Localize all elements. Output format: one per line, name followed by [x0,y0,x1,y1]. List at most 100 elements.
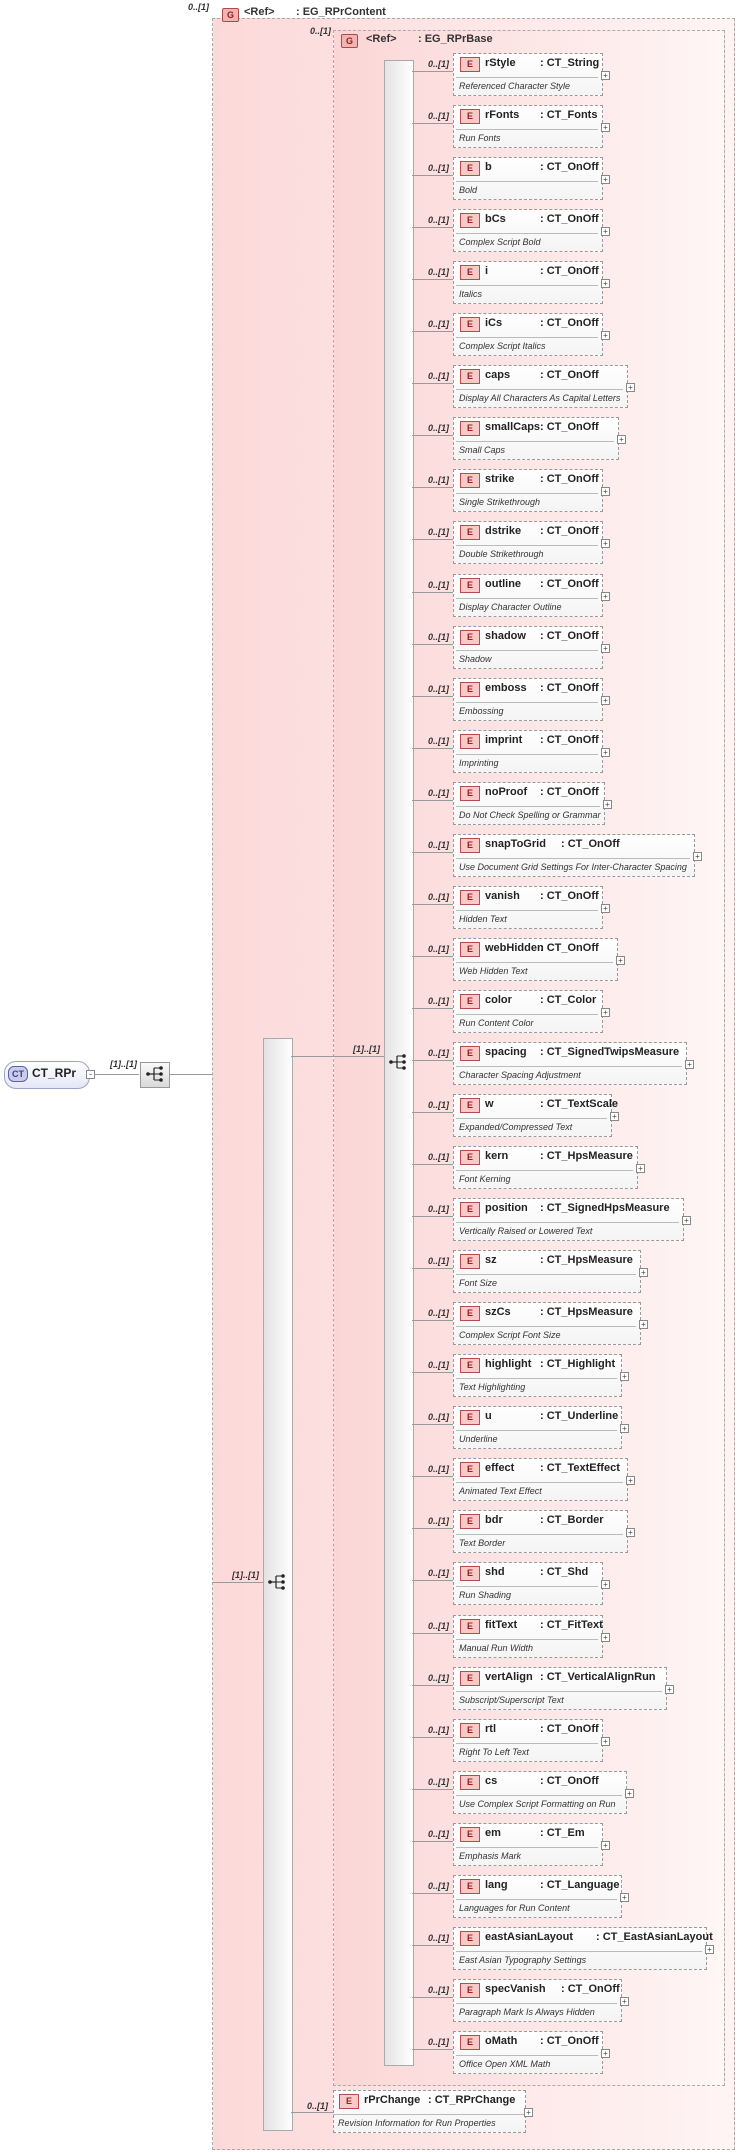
element-name: rStyle [485,57,516,69]
connector [412,71,453,72]
element-card[interactable] [453,1875,622,1918]
expand-toggle[interactable]: + [601,123,610,132]
expand-toggle[interactable]: + [601,227,610,236]
element-badge: E [460,1462,480,1477]
element-description: Double Strikethrough [459,549,544,559]
outer-group-ref: <Ref> [244,6,275,18]
element-card[interactable] [453,1406,622,1449]
expand-toggle[interactable]: + [682,1216,691,1225]
card-divider [456,806,600,807]
expand-toggle[interactable]: + [620,1893,629,1902]
element-card[interactable] [453,1771,627,1814]
expand-toggle[interactable]: + [601,71,610,80]
expand-toggle[interactable]: + [601,1737,610,1746]
element-badge: E [460,1254,480,1269]
element-name: iCs [485,317,503,329]
element-type: : CT_OnOff [540,682,599,694]
expand-toggle[interactable]: + [603,800,612,809]
element-type: : CT_OnOff [540,890,599,902]
expand-toggle[interactable]: + [685,1060,694,1069]
expand-toggle[interactable]: + [601,539,610,548]
expand-toggle[interactable]: + [626,383,635,392]
element-occurs: 0..[1] [428,1829,450,1839]
expand-toggle[interactable]: + [601,1841,610,1850]
choice-bar[interactable] [384,60,414,2066]
expand-toggle[interactable]: + [617,435,626,444]
element-type: : CT_SignedTwipsMeasure [540,1046,680,1058]
root-sequence-compositor[interactable] [140,1062,170,1088]
connector [412,904,453,905]
expand-toggle[interactable]: + [601,592,610,601]
expand-toggle[interactable]: + [639,1320,648,1329]
card-divider [456,2055,598,2056]
element-card[interactable] [453,1667,667,1710]
element-name: bdr [485,1514,503,1526]
expand-toggle[interactable]: + [693,852,702,861]
element-occurs: 0..[1] [428,1621,450,1631]
element-badge: E [460,1514,480,1529]
element-card[interactable] [453,1198,684,1241]
element-occurs: 0..[1] [428,163,450,173]
expand-toggle[interactable]: + [620,1424,629,1433]
connector [412,696,453,697]
expand-toggle[interactable]: + [601,2049,610,2058]
expand-toggle[interactable]: + [601,175,610,184]
card-divider [456,1534,623,1535]
element-name: vanish [485,890,520,902]
rprchange-card[interactable] [333,2090,526,2133]
element-type: : CT_Language [540,1879,620,1891]
expand-toggle[interactable]: + [601,1008,610,1017]
expand-toggle[interactable]: + [636,1164,645,1173]
expand-toggle[interactable]: + [601,1580,610,1589]
expand-toggle[interactable]: + [665,1685,674,1694]
element-description: Run Content Color [459,1018,534,1028]
element-card[interactable] [453,1302,641,1345]
inner-group-occurs: 0..[1] [310,26,332,36]
expand-toggle[interactable]: + [601,696,610,705]
expand-toggle[interactable]: + [601,331,610,340]
element-occurs: 0..[1] [428,1568,450,1578]
element-card[interactable] [453,1250,641,1293]
element-type: : CT_Border [540,1514,604,1526]
element-card[interactable] [453,1042,687,1085]
element-card[interactable] [453,1146,638,1189]
element-type: : CT_HpsMeasure [540,1150,633,1162]
expand-toggle[interactable]: + [601,644,610,653]
expand-toggle[interactable]: + [616,956,625,965]
expand-toggle[interactable]: + [601,1633,610,1642]
expand-toggle[interactable]: + [601,748,610,757]
expand-toggle[interactable]: + [625,1789,634,1798]
connector [291,1056,333,1057]
element-type: : CT_Highlight [540,1358,616,1370]
element-card[interactable] [453,938,618,981]
element-type: : CT_OnOff [540,473,599,485]
expand-toggle[interactable]: + [610,1112,619,1121]
expand-toggle[interactable]: + [626,1528,635,1537]
expand-toggle[interactable]: + [601,487,610,496]
element-card[interactable] [453,834,695,877]
element-card[interactable] [453,1927,707,1970]
outer-sequence-bar[interactable] [263,1038,293,2131]
element-card[interactable] [453,1510,628,1553]
element-type: : CT_OnOff [540,1775,599,1787]
expand-toggle[interactable]: + [601,279,610,288]
element-badge: E [460,473,480,488]
expand-toggle[interactable]: + [705,1945,714,1954]
element-card[interactable] [453,1458,628,1501]
element-card[interactable] [453,1979,622,2022]
card-divider [456,1014,598,1015]
card-divider [456,129,598,130]
expand-toggle[interactable]: + [639,1268,648,1277]
expand-toggle[interactable]: + [524,2108,533,2117]
expand-toggle[interactable]: + [620,1997,629,2006]
element-name: noProof [485,786,528,798]
element-type: : CT_TextScale [540,1098,619,1110]
element-description: Underline [459,1434,498,1444]
expand-toggle[interactable]: + [626,1476,635,1485]
element-card[interactable] [453,365,628,408]
element-description: Run Shading [459,1590,512,1600]
expand-toggle[interactable]: + [601,904,610,913]
card-divider [456,1118,607,1119]
element-card[interactable] [453,417,619,460]
expand-toggle[interactable]: + [620,1372,629,1381]
